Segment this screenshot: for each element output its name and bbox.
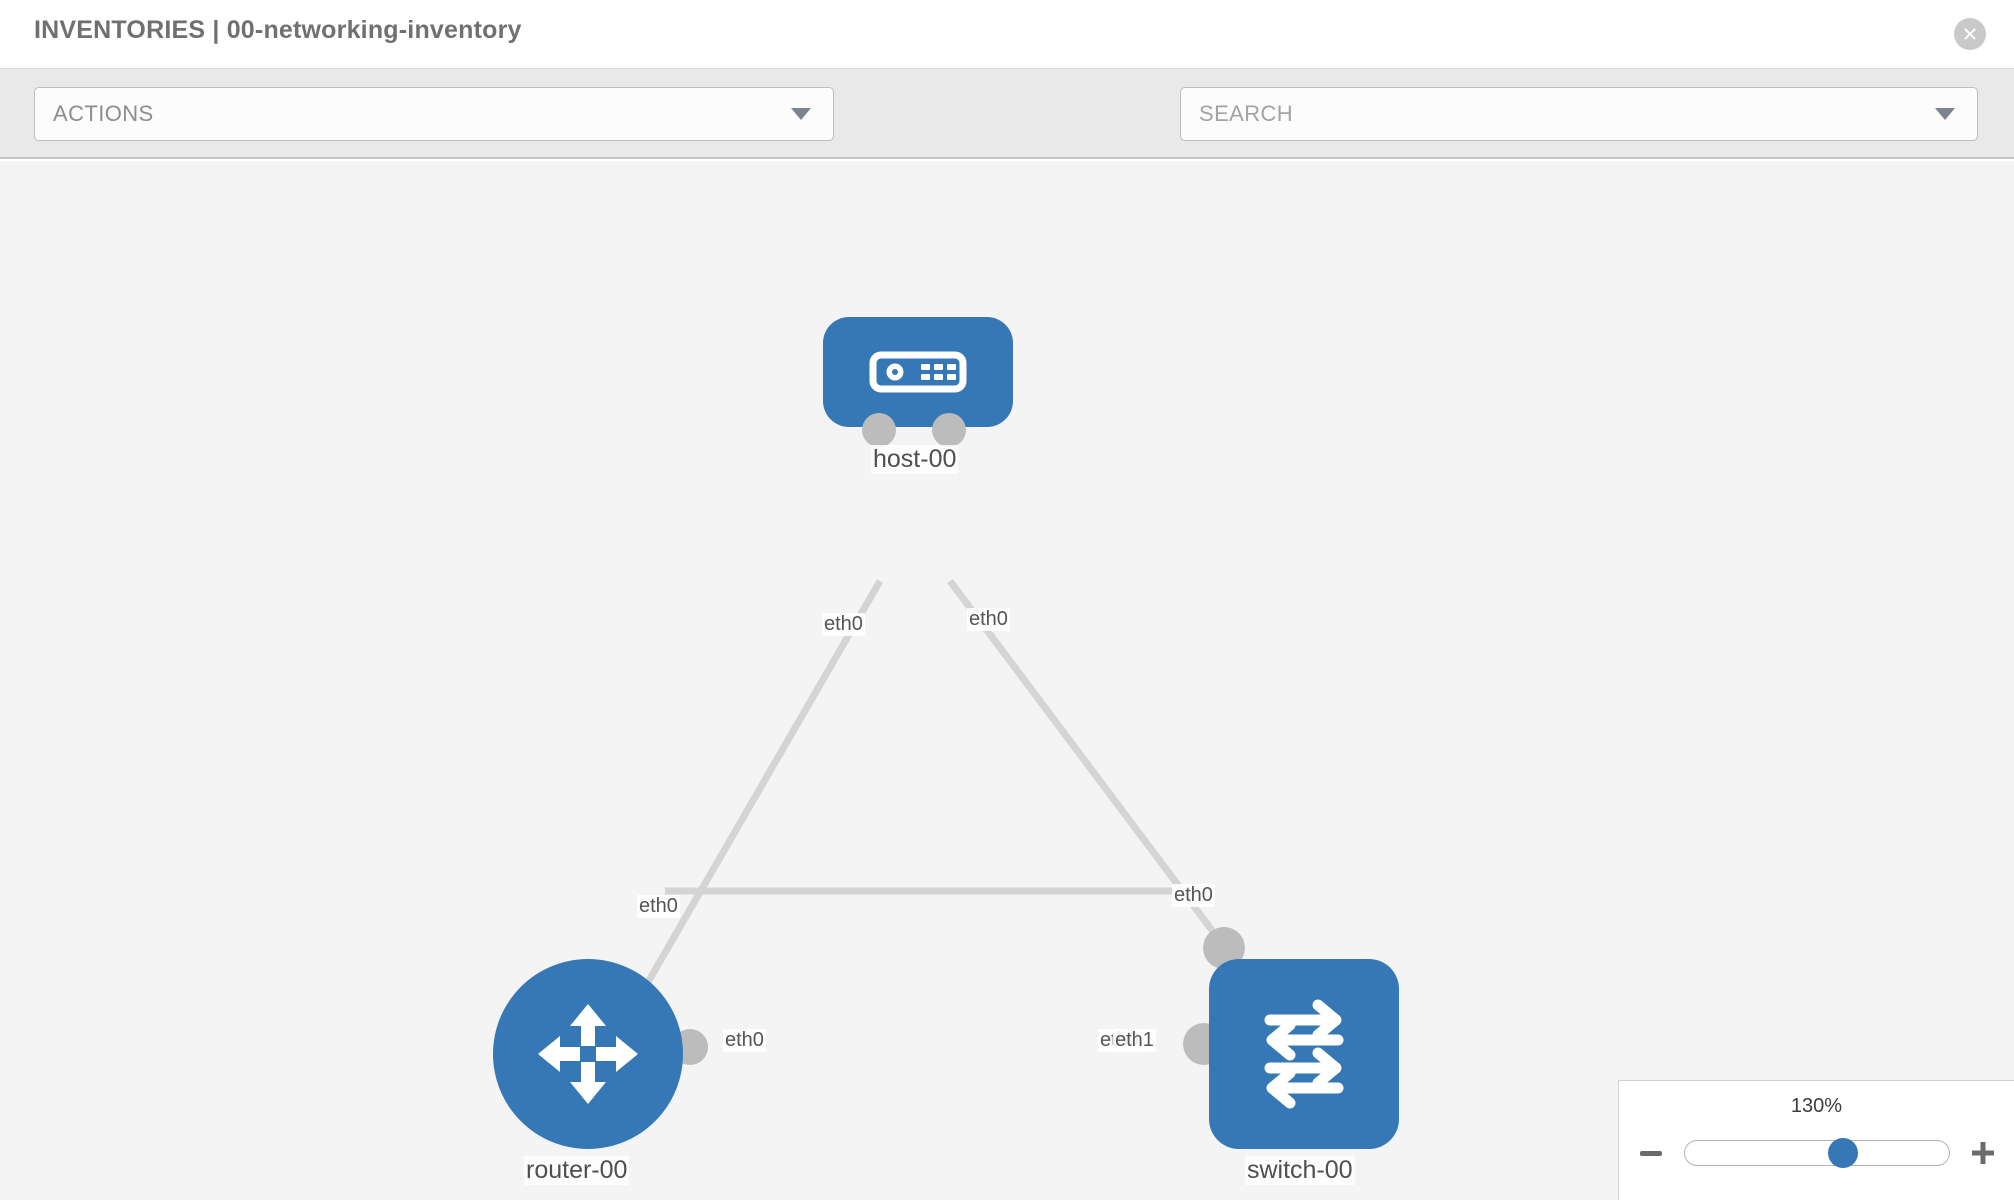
chevron-down-icon bbox=[791, 108, 811, 120]
zoom-level-label: 130% bbox=[1790, 1095, 1843, 1117]
switch-arrows-icon bbox=[1264, 999, 1344, 1109]
zoom-control-row bbox=[1619, 1133, 2014, 1173]
host-00-label[interactable]: host-00 bbox=[871, 445, 959, 474]
router-arrows-icon bbox=[538, 1004, 638, 1104]
iface-label-router-up[interactable]: eth0 bbox=[637, 895, 680, 918]
page-header: INVENTORIES | 00-networking-inventory bbox=[0, 0, 2014, 69]
zoom-slider[interactable] bbox=[1683, 1138, 1950, 1168]
minus-icon[interactable] bbox=[1634, 1136, 1668, 1170]
host-00-interface-nub-left[interactable] bbox=[862, 413, 896, 447]
topology-links bbox=[636, 578, 1238, 998]
switch-00-shape[interactable] bbox=[1209, 959, 1399, 1149]
actions-dropdown[interactable]: ACTIONS bbox=[34, 87, 834, 141]
topology-canvas[interactable]: host-00 eth0 eth0 router-00 eth0 eth0 bbox=[0, 161, 2014, 1200]
zoom-slider-thumb[interactable] bbox=[1827, 1138, 1858, 1168]
switch-00-label[interactable]: switch-00 bbox=[1245, 1156, 1355, 1185]
zoom-control-panel: 130% bbox=[1618, 1080, 2014, 1200]
iface-label-switch-up[interactable]: eth0 bbox=[1172, 884, 1215, 907]
host-00-shape[interactable] bbox=[823, 317, 1013, 427]
server-icon bbox=[869, 351, 967, 393]
plus-icon[interactable] bbox=[1966, 1136, 2000, 1170]
iface-label-host-right[interactable]: eth0 bbox=[967, 608, 1010, 631]
iface-label-switch-left[interactable]: eth1 bbox=[1113, 1029, 1156, 1052]
search-placeholder: SEARCH bbox=[1199, 101, 1294, 126]
router-00-shape[interactable] bbox=[493, 959, 683, 1149]
host-00-interface-nub-right[interactable] bbox=[932, 413, 966, 447]
link-host-router bbox=[636, 579, 884, 998]
page-title: INVENTORIES | 00-networking-inventory bbox=[34, 16, 522, 44]
chevron-down-icon bbox=[1935, 108, 1955, 120]
iface-label-host-left[interactable]: eth0 bbox=[822, 613, 865, 636]
iface-label-router-right[interactable]: eth0 bbox=[723, 1029, 766, 1052]
actions-dropdown-label: ACTIONS bbox=[53, 101, 154, 126]
toolbar: ACTIONS SEARCH bbox=[0, 69, 2014, 202]
router-00-label[interactable]: router-00 bbox=[524, 1156, 630, 1185]
search-input[interactable]: SEARCH bbox=[1180, 87, 1978, 141]
close-icon[interactable] bbox=[1954, 18, 1986, 50]
